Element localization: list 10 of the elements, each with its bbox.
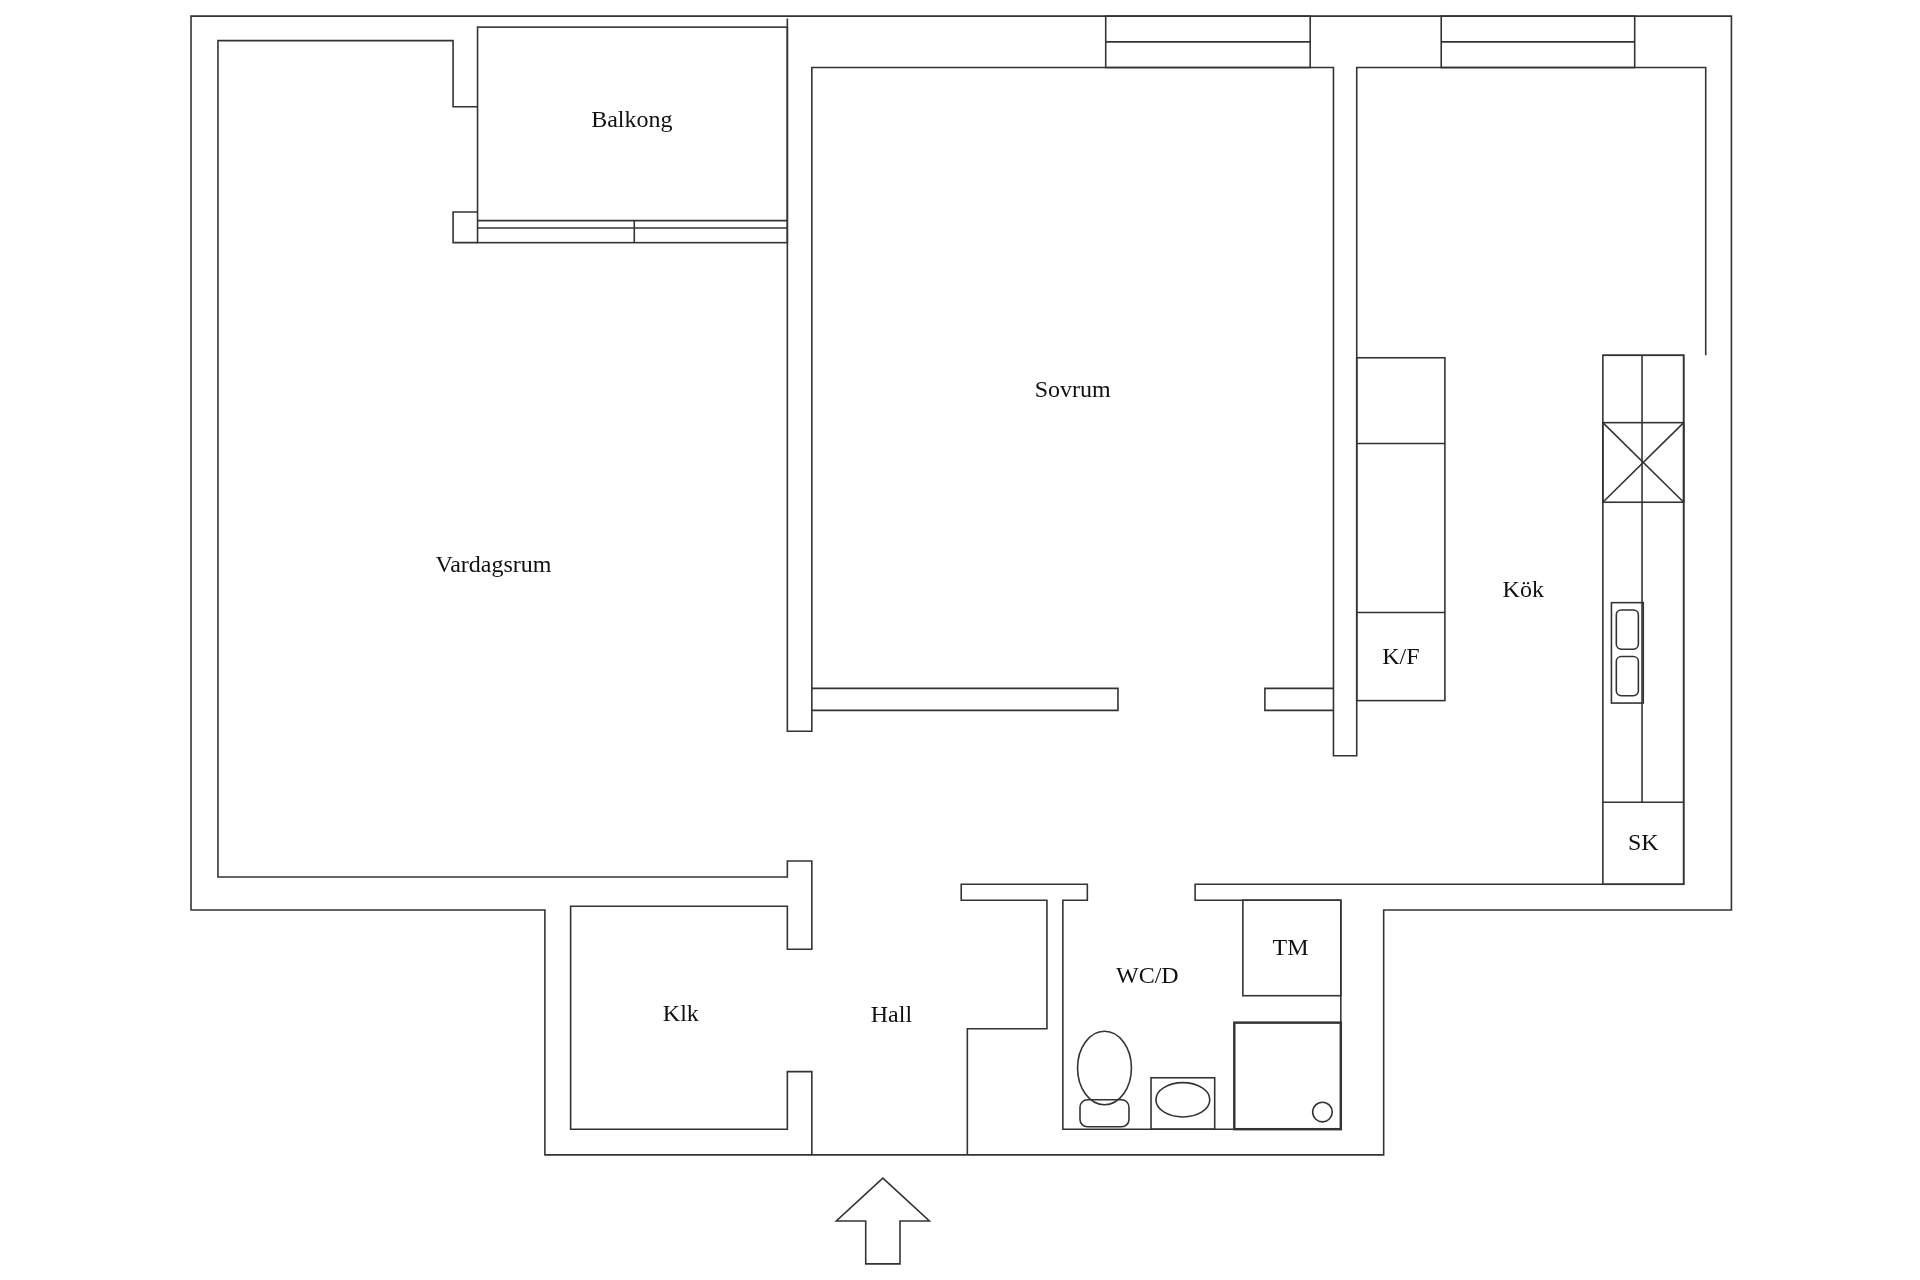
room-label: Hall bbox=[870, 1000, 913, 1028]
room-label: SK bbox=[1627, 828, 1659, 856]
room-label: K/F bbox=[1382, 642, 1420, 670]
room-label: Sovrum bbox=[1034, 375, 1111, 403]
room-label: WC/D bbox=[1116, 961, 1179, 989]
room-label: Klk bbox=[662, 999, 699, 1027]
room-label: TM bbox=[1272, 933, 1309, 960]
room-label: Balkong bbox=[591, 105, 673, 133]
room-label: Kök bbox=[1502, 575, 1544, 603]
room-label: Vardagsrum bbox=[435, 550, 552, 578]
